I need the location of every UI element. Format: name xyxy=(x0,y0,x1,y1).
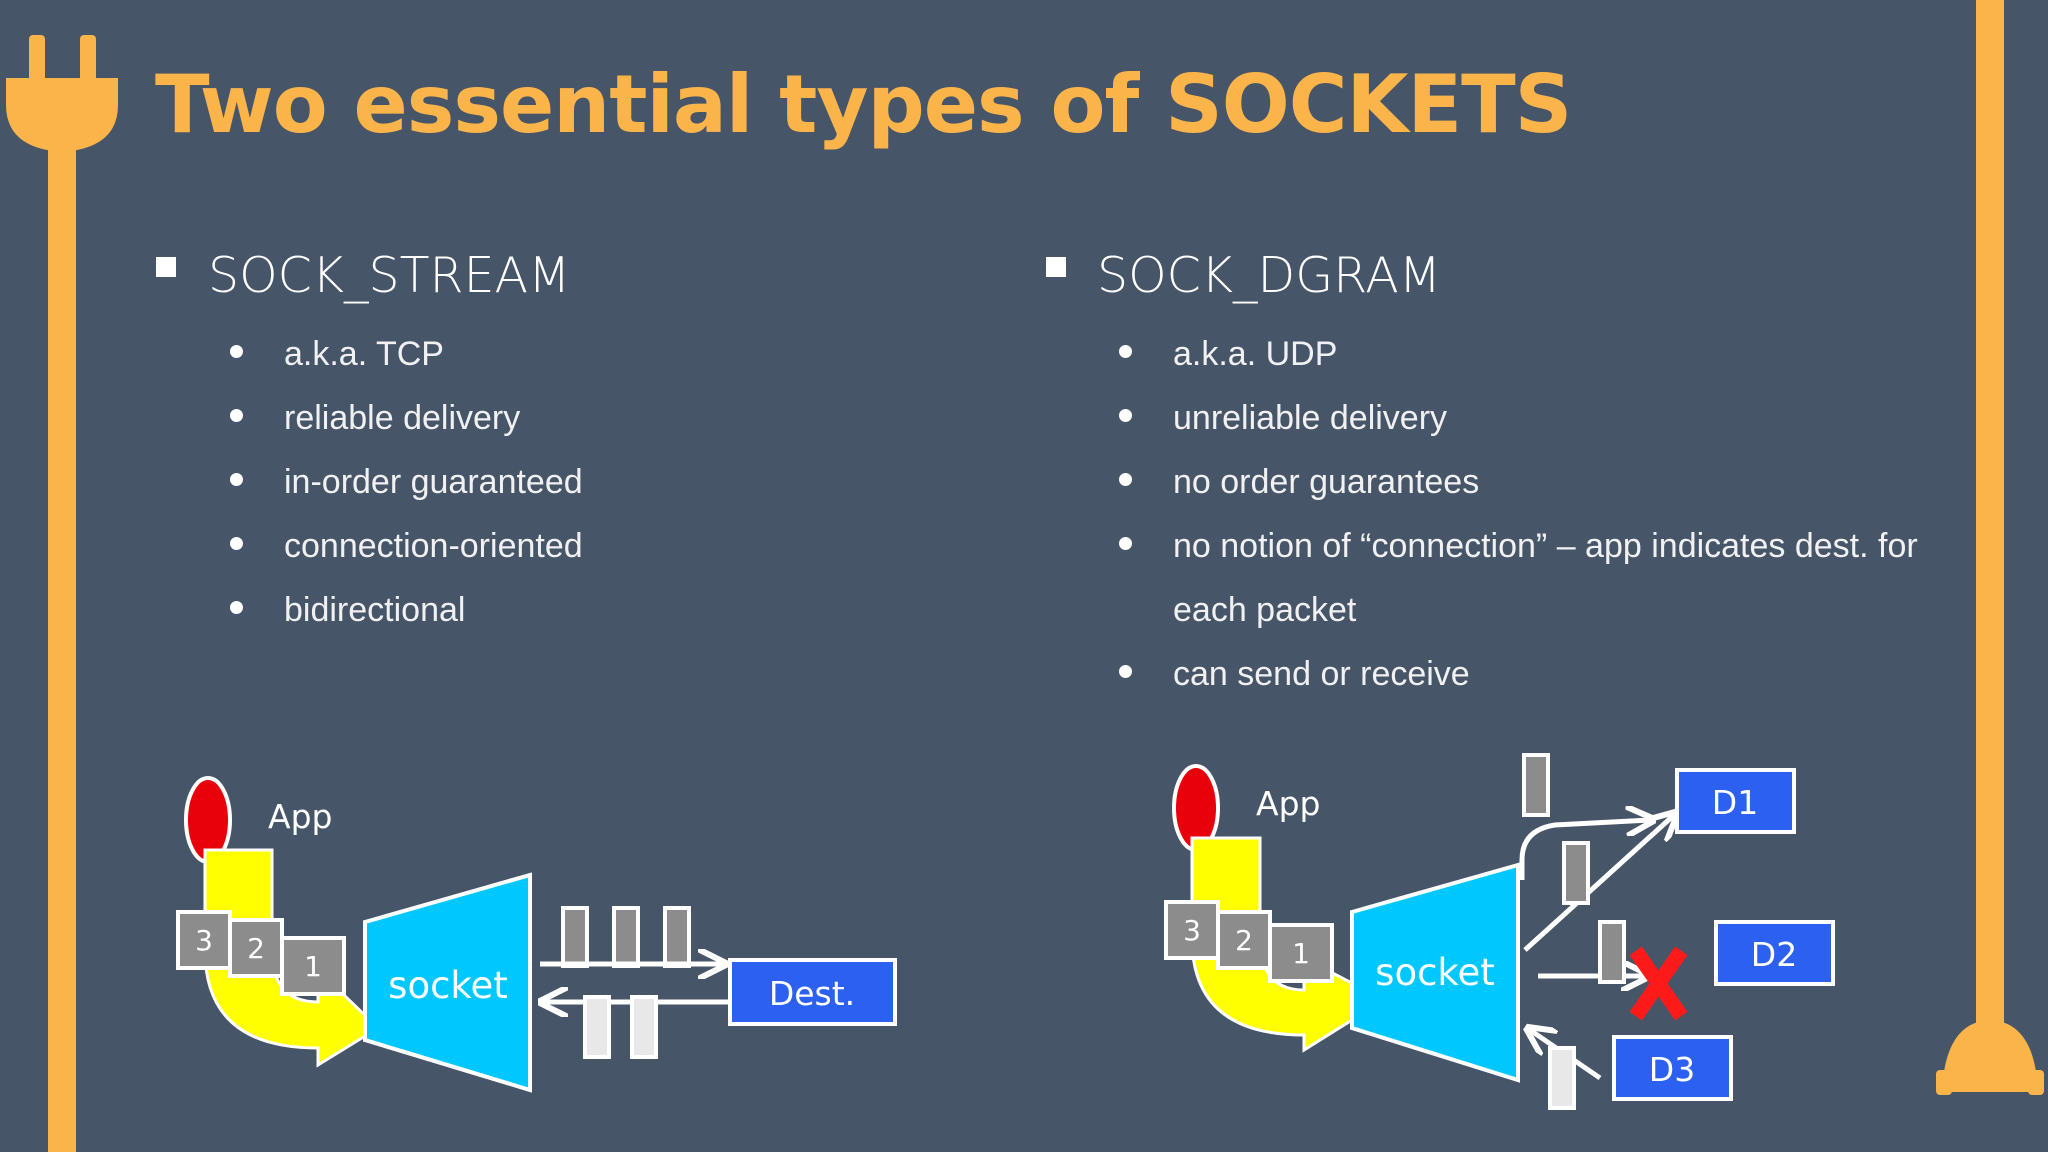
list-item: can send or receive xyxy=(1119,642,1918,706)
bullet-text: no notion of “connection” – app indicate… xyxy=(1173,527,1918,565)
list-item: reliable delivery xyxy=(230,386,583,450)
list-item: unreliable delivery xyxy=(1119,386,1918,450)
sock-stream-heading: SOCK_STREAM xyxy=(208,247,571,304)
bullet-continuation: each packet xyxy=(1173,591,1357,629)
left-power-plug-icon xyxy=(6,35,118,1152)
right-heading-bullet xyxy=(1046,257,1066,277)
sock-dgram-bullet-list: a.k.a. UDP unreliable delivery no order … xyxy=(1119,322,1918,706)
slide-title: Two essential types of SOCKETS xyxy=(155,58,1572,151)
list-item: no notion of “connection” – app indicate… xyxy=(1119,514,1918,642)
list-item: bidirectional xyxy=(230,578,583,642)
list-item: a.k.a. UDP xyxy=(1119,322,1918,386)
list-item: no order guarantees xyxy=(1119,450,1918,514)
left-heading-bullet xyxy=(156,257,176,277)
list-item: a.k.a. TCP xyxy=(230,322,583,386)
sock-dgram-heading: SOCK_DGRAM xyxy=(1097,247,1442,304)
sock-stream-bullet-list: a.k.a. TCP reliable delivery in-order gu… xyxy=(230,322,583,642)
list-item: in-order guaranteed xyxy=(230,450,583,514)
right-power-plug-icon xyxy=(1936,0,2044,1095)
list-item: connection-oriented xyxy=(230,514,583,578)
